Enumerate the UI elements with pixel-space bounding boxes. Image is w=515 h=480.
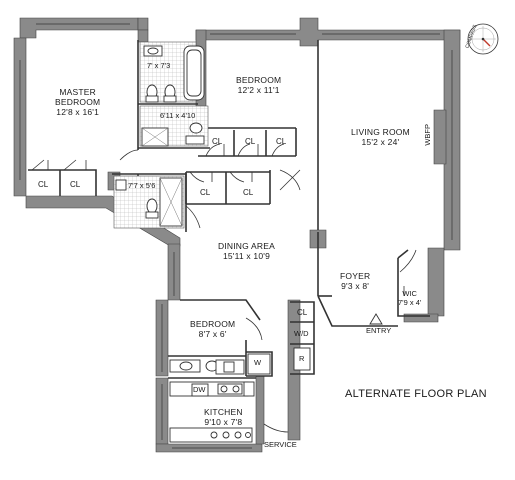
closet-label-bedroom-2: CL	[245, 137, 256, 146]
bath-fixtures	[115, 45, 245, 375]
service-label: SERVICE	[264, 440, 297, 449]
kitchen-label: KITCHEN 9'10 x 7'8	[204, 407, 243, 427]
door-swings	[31, 143, 417, 433]
closet-label-master-1: CL	[38, 180, 49, 189]
closet-label-bedroom-3: CL	[276, 137, 287, 146]
bath1-dims: 7' x 7'3	[147, 61, 171, 70]
closet-label-bedroom-1: CL	[212, 137, 223, 146]
living-room-label: LIVING ROOM 15'2 x 24'	[351, 127, 410, 147]
washer-label: W	[254, 358, 262, 367]
entry-triangle	[369, 313, 383, 325]
bath2-dims: 6'11 x 4'10	[160, 111, 196, 120]
bath3-dims: 7'7 x 5'6	[128, 181, 156, 190]
washer-dryer-label: W/D	[294, 329, 309, 338]
closet-label-hall-1: CL	[200, 188, 211, 197]
refrigerator-label: R	[299, 354, 305, 363]
closet-label-foyer: CL	[297, 308, 308, 317]
dining-area-label: DINING AREA 15'11 x 10'9	[218, 241, 275, 261]
closet-label-master-2: CL	[70, 180, 81, 189]
wbfp-label: WBFP	[423, 124, 432, 146]
entry-label: ENTRY	[366, 326, 392, 335]
windows	[19, 23, 453, 449]
interior-walls	[28, 40, 430, 379]
master-bedroom-label: MASTER BEDROOM 12'8 x 16'1	[55, 87, 101, 117]
foyer-label: FOYER 9'3 x 8'	[340, 271, 371, 291]
dishwasher-label: DW	[193, 385, 206, 394]
bedroom2-label: BEDROOM 8'7 x 6'	[190, 319, 236, 339]
bedroom1-label: BEDROOM 12'2 x 11'1	[236, 75, 282, 95]
compass-icon	[467, 23, 499, 55]
closet-label-hall-2: CL	[243, 188, 254, 197]
wic-label: WIC 7'9 x 4'	[398, 289, 422, 307]
appliance-boxes	[191, 347, 311, 397]
kitchen-counters	[169, 381, 255, 443]
plan-title: ALTERNATE FLOOR PLAN	[345, 388, 487, 400]
